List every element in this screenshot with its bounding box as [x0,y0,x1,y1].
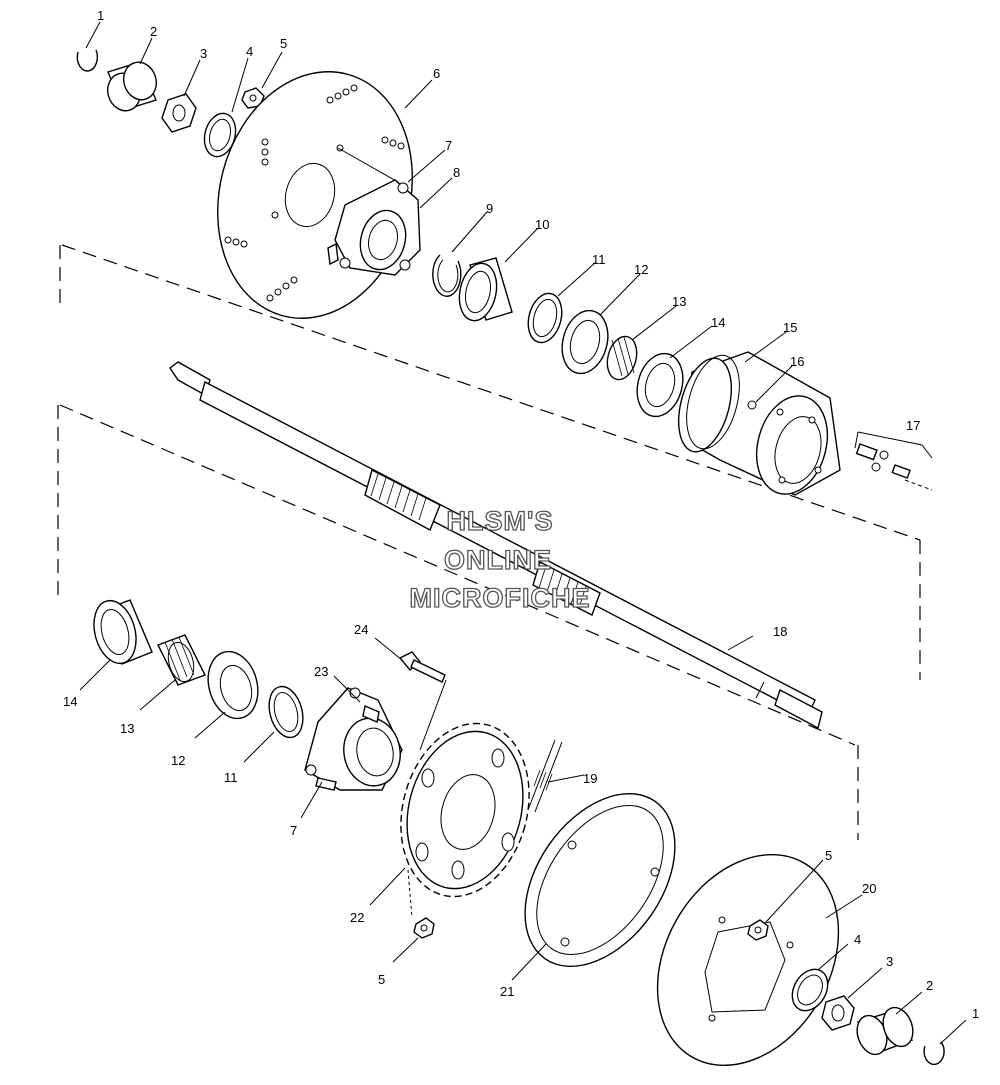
hex-nut-bottom [821,995,855,1031]
sprocket-hub [304,687,403,791]
callout-6: 6 [433,66,440,81]
callout-16: 16 [790,354,804,369]
seal-ring-11-top [527,292,563,344]
callout-5: 5 [280,36,287,51]
drive-sprocket [400,722,530,898]
callout-8: 8 [453,165,460,180]
washer-top [203,112,237,158]
watermark-line-2: ONLINE [444,545,552,575]
watermark-line-1: HLSM'S [447,506,554,536]
callout-leaders [79,21,967,1045]
callout-19: 19 [583,771,597,786]
seal-ring-11-bottom [268,685,304,739]
small-nut-bottom-right [747,919,769,941]
bolt [398,651,446,683]
callout-12-bottom: 12 [171,753,185,768]
callout-1-bottom: 1 [972,1006,979,1021]
callout-14: 14 [711,315,725,330]
callout-18: 18 [773,624,787,639]
bearing-cup-12-bottom [207,650,259,720]
callout-4: 4 [246,44,253,59]
tapered-bearing-13-top [606,335,638,381]
callout-labels: 1 2 3 4 5 6 7 8 9 10 11 12 13 14 15 16 1… [63,8,979,1021]
brake-disc-bottom [656,853,840,1067]
callout-17: 17 [906,418,920,433]
snap-ring-top [76,49,98,72]
callout-2-bottom: 2 [926,978,933,993]
bearing-race-10 [458,257,513,322]
bearing-race-14-bottom [93,599,153,665]
snap-ring-bottom [923,1041,945,1066]
callout-23: 23 [314,664,328,679]
callout-3: 3 [200,46,207,61]
axle-housing [677,351,841,496]
hex-nut-top [161,93,197,133]
callout-7: 7 [445,138,452,153]
washer-bottom [791,968,829,1012]
axle-shaft [169,361,823,730]
callout-5-bottom-right: 5 [825,848,832,863]
snap-ring-9 [432,254,462,297]
callout-4-bottom: 4 [854,932,861,947]
callout-9: 9 [486,201,493,216]
disc-holes-top [224,84,405,302]
callout-20: 20 [862,881,876,896]
callout-1: 1 [97,8,104,23]
callout-22: 22 [350,910,364,925]
callout-7-bottom: 7 [290,823,297,838]
callout-14-bottom: 14 [63,694,77,709]
watermark-line-3: MICROFICHE [410,583,591,613]
drive-chain [527,739,563,813]
brake-ring [524,792,676,968]
chain-link-kit [854,431,933,491]
watermark: HLSM'S ONLINE MICROFICHE [409,505,591,613]
hub-flange-top [327,147,421,276]
callout-11: 11 [592,252,606,267]
small-nut-top [241,87,265,109]
bearing-race-14-top [636,352,684,418]
bearing-cup-12-top [561,309,609,375]
callout-13-bottom: 13 [120,721,134,736]
callout-2: 2 [150,24,157,39]
callout-13: 13 [672,294,686,309]
callout-5-bottom-left: 5 [378,972,385,987]
callout-21: 21 [500,984,514,999]
callout-12: 12 [634,262,648,277]
callout-15: 15 [783,320,797,335]
small-nut-bottom-left [413,917,435,939]
tapered-bearing-13-bottom [157,634,206,686]
callout-3-bottom: 3 [886,954,893,969]
bushing-top [106,61,158,112]
bushing-bottom [856,1006,914,1056]
callout-11-bottom: 11 [224,770,238,785]
callout-24: 24 [354,622,368,637]
callout-10: 10 [535,217,549,232]
